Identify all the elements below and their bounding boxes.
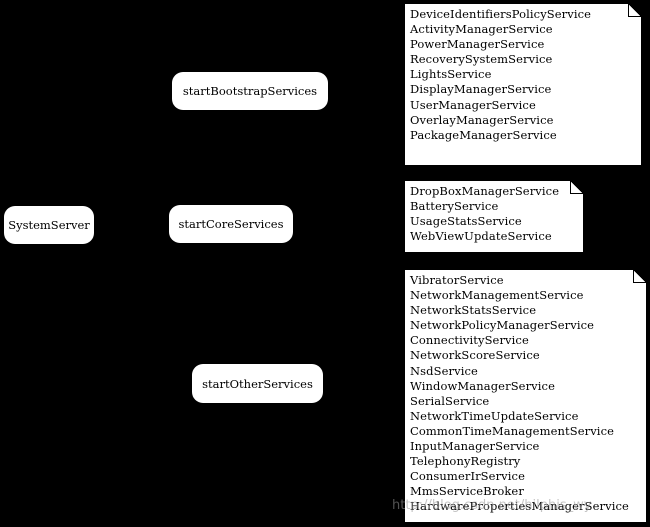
bootstrap-services-note: DeviceIdentifiersPolicyService ActivityM… [405,4,641,165]
list-item: RecoverySystemService [410,52,553,67]
note-fold-corner [570,181,583,194]
list-item: LightsService [410,67,492,82]
list-item: UsageStatsService [410,214,522,229]
list-item: HardwarePropertiesManagerService [410,499,629,514]
list-item: NetworkScoreService [410,348,540,363]
start-other-services-node: startOtherServices [192,364,323,403]
list-item: OverlayManagerService [410,112,554,127]
list-item: WindowManagerService [410,378,555,393]
list-item: NetworkStatsService [410,303,537,318]
list-item: MmsServiceBroker [410,484,524,499]
note-fold-corner [633,270,646,283]
list-item: NetworkTimeUpdateService [410,408,579,423]
note-fold-corner [628,4,641,17]
start-core-services-label: startCoreServices [178,217,284,231]
list-item: NsdService [410,363,478,378]
system-server-label: SystemServer [8,218,90,232]
list-item: NetworkManagementService [410,288,584,303]
start-bootstrap-services-label: startBootstrapServices [182,84,318,98]
list-item: CommonTimeManagementService [410,423,615,438]
list-item: ActivityManagerService [410,22,553,37]
list-item: ConsumerIrService [410,469,525,484]
list-item: SerialService [410,393,490,408]
system-server-node: SystemServer [4,206,94,244]
other-services-note: VibratorService NetworkManagementService… [405,270,646,522]
list-item: DropBoxManagerService [410,184,560,198]
watermark-text: http://blog.csdn.net/hilphis_wy [392,498,592,513]
bootstrap-services-list: DeviceIdentifiersPolicyService ActivityM… [410,7,641,143]
list-item: DeviceIdentifiersPolicyService [410,7,592,21]
start-core-services-node: startCoreServices [169,205,293,243]
start-other-services-label: startOtherServices [202,376,313,391]
list-item: WebViewUpdateService [410,229,552,244]
start-bootstrap-services-node: startBootstrapServices [172,72,328,110]
list-item: DisplayManagerService [410,82,552,97]
list-item: VibratorService [410,273,504,287]
list-item: PackageManagerService [410,127,557,142]
list-item: InputManagerService [410,439,540,454]
list-item: PowerManagerService [410,37,545,52]
list-item: ConnectivityService [410,333,529,348]
core-services-note: DropBoxManagerService BatteryService Usa… [405,181,583,252]
list-item: NetworkPolicyManagerService [410,318,595,333]
list-item: UserManagerService [410,97,536,112]
list-item: BatteryService [410,199,499,214]
list-item: TelephonyRegistry [410,454,521,469]
core-services-list: DropBoxManagerService BatteryService Usa… [410,184,583,244]
other-services-list: VibratorService NetworkManagementService… [410,273,646,515]
